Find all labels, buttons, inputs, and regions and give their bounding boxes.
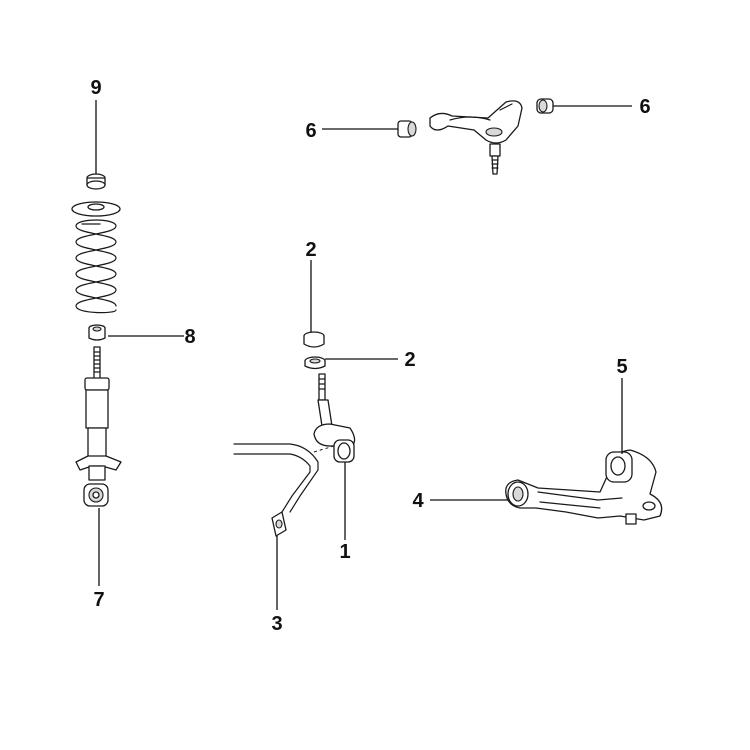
part-1-bushing — [333, 439, 355, 463]
callout-4: 4 — [412, 490, 424, 512]
callout-9: 9 — [90, 77, 101, 99]
callout-2-right: 2 — [404, 349, 415, 371]
stabilizer-bar — [233, 443, 335, 513]
lower-control-arm — [505, 449, 663, 525]
upper-control-arm — [429, 100, 523, 175]
part-8-bump-stop — [88, 324, 106, 341]
callout-2-top: 2 — [305, 239, 316, 261]
callout-5: 5 — [616, 356, 627, 378]
part-2-cushion-upper — [303, 331, 325, 348]
part-3-bar-end — [271, 511, 287, 537]
callout-8: 8 — [184, 326, 195, 348]
part-2-cushion-lower — [304, 356, 326, 370]
stabilizer-link — [313, 373, 356, 447]
upper-spring-seat — [71, 201, 121, 217]
callout-1: 1 — [339, 541, 350, 563]
callout-labels: 9 8 7 6 6 2 2 1 3 4 5 — [90, 77, 650, 635]
callout-6-left: 6 — [305, 120, 316, 142]
callout-7: 7 — [93, 589, 104, 611]
callout-6-right: 6 — [639, 96, 650, 118]
part-6-bushing-left — [397, 120, 417, 138]
leader-lines — [95, 100, 632, 610]
callout-3: 3 — [271, 613, 282, 635]
coil-spring — [75, 219, 117, 314]
part-9-nut — [86, 173, 106, 190]
shock-absorber — [75, 346, 122, 507]
part-6-bushing-right — [536, 98, 554, 114]
